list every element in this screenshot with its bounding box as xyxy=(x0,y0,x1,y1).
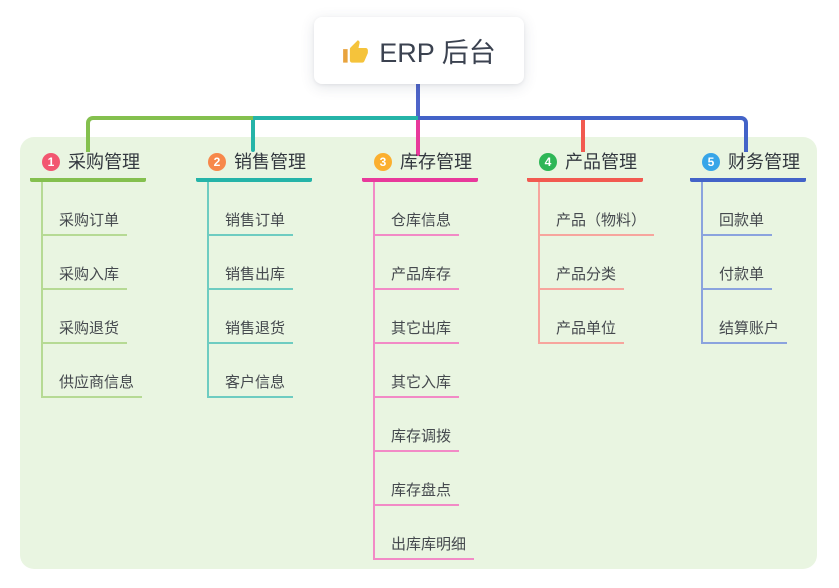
node-sales-outbound: 销售出库 xyxy=(209,236,312,290)
node-stock-transfer: 库存调拨 xyxy=(375,398,478,452)
node-label[interactable]: 回款单 xyxy=(703,211,773,236)
branch-inventory-management: 3 库存管理 仓库信息 产品库存 其它出库 其它入库 库存调拨 库存盘点 出库库… xyxy=(362,148,478,560)
root-stem-line xyxy=(416,84,420,116)
branch-purchase-management: 1 采购管理 采购订单 采购入库 采购退货 供应商信息 xyxy=(30,148,146,398)
connector-finance xyxy=(418,116,748,152)
node-collection-doc: 回款单 xyxy=(703,182,806,236)
mindmap-canvas-panel xyxy=(20,137,817,569)
branch-header-purchase[interactable]: 1 采购管理 xyxy=(30,148,146,182)
node-stock-count: 库存盘点 xyxy=(375,452,478,506)
node-supplier-info: 供应商信息 xyxy=(43,344,146,398)
badge-4: 4 xyxy=(539,153,557,171)
node-label[interactable]: 付款单 xyxy=(703,265,773,290)
node-other-outbound: 其它出库 xyxy=(375,290,478,344)
branch-sales-management: 2 销售管理 销售订单 销售出库 销售退货 客户信息 xyxy=(196,148,312,398)
node-sales-order: 销售订单 xyxy=(209,182,312,236)
connector-purchase xyxy=(86,116,253,152)
node-label[interactable]: 销售订单 xyxy=(209,211,294,236)
branch-children-purchase: 采购订单 采购入库 采购退货 供应商信息 xyxy=(41,182,146,398)
node-label[interactable]: 产品单位 xyxy=(540,319,625,344)
node-product-category: 产品分类 xyxy=(540,236,654,290)
node-sales-return: 销售退货 xyxy=(209,290,312,344)
node-label[interactable]: 采购退货 xyxy=(43,319,128,344)
node-outbound-detail: 出库库明细 xyxy=(375,506,478,560)
root-node-erp-backend[interactable]: ERP 后台 xyxy=(314,17,524,84)
connector-sales-horizontal xyxy=(253,116,418,120)
node-label[interactable]: 出库库明细 xyxy=(375,535,475,560)
node-warehouse-info: 仓库信息 xyxy=(375,182,478,236)
badge-5: 5 xyxy=(702,153,720,171)
node-customer-info: 客户信息 xyxy=(209,344,312,398)
badge-2: 2 xyxy=(208,153,226,171)
node-label[interactable]: 供应商信息 xyxy=(43,373,143,398)
node-label[interactable]: 产品库存 xyxy=(375,265,460,290)
branch-label-finance: 财务管理 xyxy=(728,152,800,172)
branch-product-management: 4 产品管理 产品（物料） 产品分类 产品单位 xyxy=(527,148,655,344)
branch-children-product: 产品（物料） 产品分类 产品单位 xyxy=(538,182,655,344)
thumbs-up-icon xyxy=(343,39,369,63)
root-node-title: ERP 后台 xyxy=(379,38,496,68)
branch-label-purchase: 采购管理 xyxy=(68,152,140,172)
node-product-material: 产品（物料） xyxy=(540,182,655,236)
node-label[interactable]: 仓库信息 xyxy=(375,211,460,236)
branch-header-finance[interactable]: 5 财务管理 xyxy=(690,148,806,182)
branch-children-inventory: 仓库信息 产品库存 其它出库 其它入库 库存调拨 库存盘点 出库库明细 xyxy=(373,182,478,560)
branch-header-sales[interactable]: 2 销售管理 xyxy=(196,148,312,182)
node-label[interactable]: 结算账户 xyxy=(703,319,788,344)
badge-3: 3 xyxy=(374,153,392,171)
node-label[interactable]: 销售退货 xyxy=(209,319,294,344)
badge-1: 1 xyxy=(42,153,60,171)
node-product-unit: 产品单位 xyxy=(540,290,654,344)
node-purchase-order: 采购订单 xyxy=(43,182,146,236)
node-label[interactable]: 销售出库 xyxy=(209,265,294,290)
node-product-stock: 产品库存 xyxy=(375,236,478,290)
node-label[interactable]: 客户信息 xyxy=(209,373,294,398)
node-label[interactable]: 采购入库 xyxy=(43,265,128,290)
branch-label-product: 产品管理 xyxy=(565,152,637,172)
connector-sales-drop xyxy=(251,120,255,152)
node-label[interactable]: 产品（物料） xyxy=(540,211,655,236)
node-purchase-inbound: 采购入库 xyxy=(43,236,146,290)
node-label[interactable]: 其它入库 xyxy=(375,373,460,398)
node-other-inbound: 其它入库 xyxy=(375,344,478,398)
branch-children-sales: 销售订单 销售出库 销售退货 客户信息 xyxy=(207,182,312,398)
node-label[interactable]: 其它出库 xyxy=(375,319,460,344)
branch-header-product[interactable]: 4 产品管理 xyxy=(527,148,643,182)
node-purchase-return: 采购退货 xyxy=(43,290,146,344)
node-label[interactable]: 采购订单 xyxy=(43,211,128,236)
branch-header-inventory[interactable]: 3 库存管理 xyxy=(362,148,478,182)
connector-inventory-drop xyxy=(416,120,420,156)
node-label[interactable]: 产品分类 xyxy=(540,265,625,290)
branch-children-finance: 回款单 付款单 结算账户 xyxy=(701,182,806,344)
node-label[interactable]: 库存盘点 xyxy=(375,481,460,506)
branch-finance-management: 5 财务管理 回款单 付款单 结算账户 xyxy=(690,148,806,344)
connector-product-drop xyxy=(581,120,585,152)
branch-label-sales: 销售管理 xyxy=(234,152,306,172)
node-settlement-account: 结算账户 xyxy=(703,290,806,344)
branch-label-inventory: 库存管理 xyxy=(400,152,472,172)
node-payment-doc: 付款单 xyxy=(703,236,806,290)
node-label[interactable]: 库存调拨 xyxy=(375,427,460,452)
